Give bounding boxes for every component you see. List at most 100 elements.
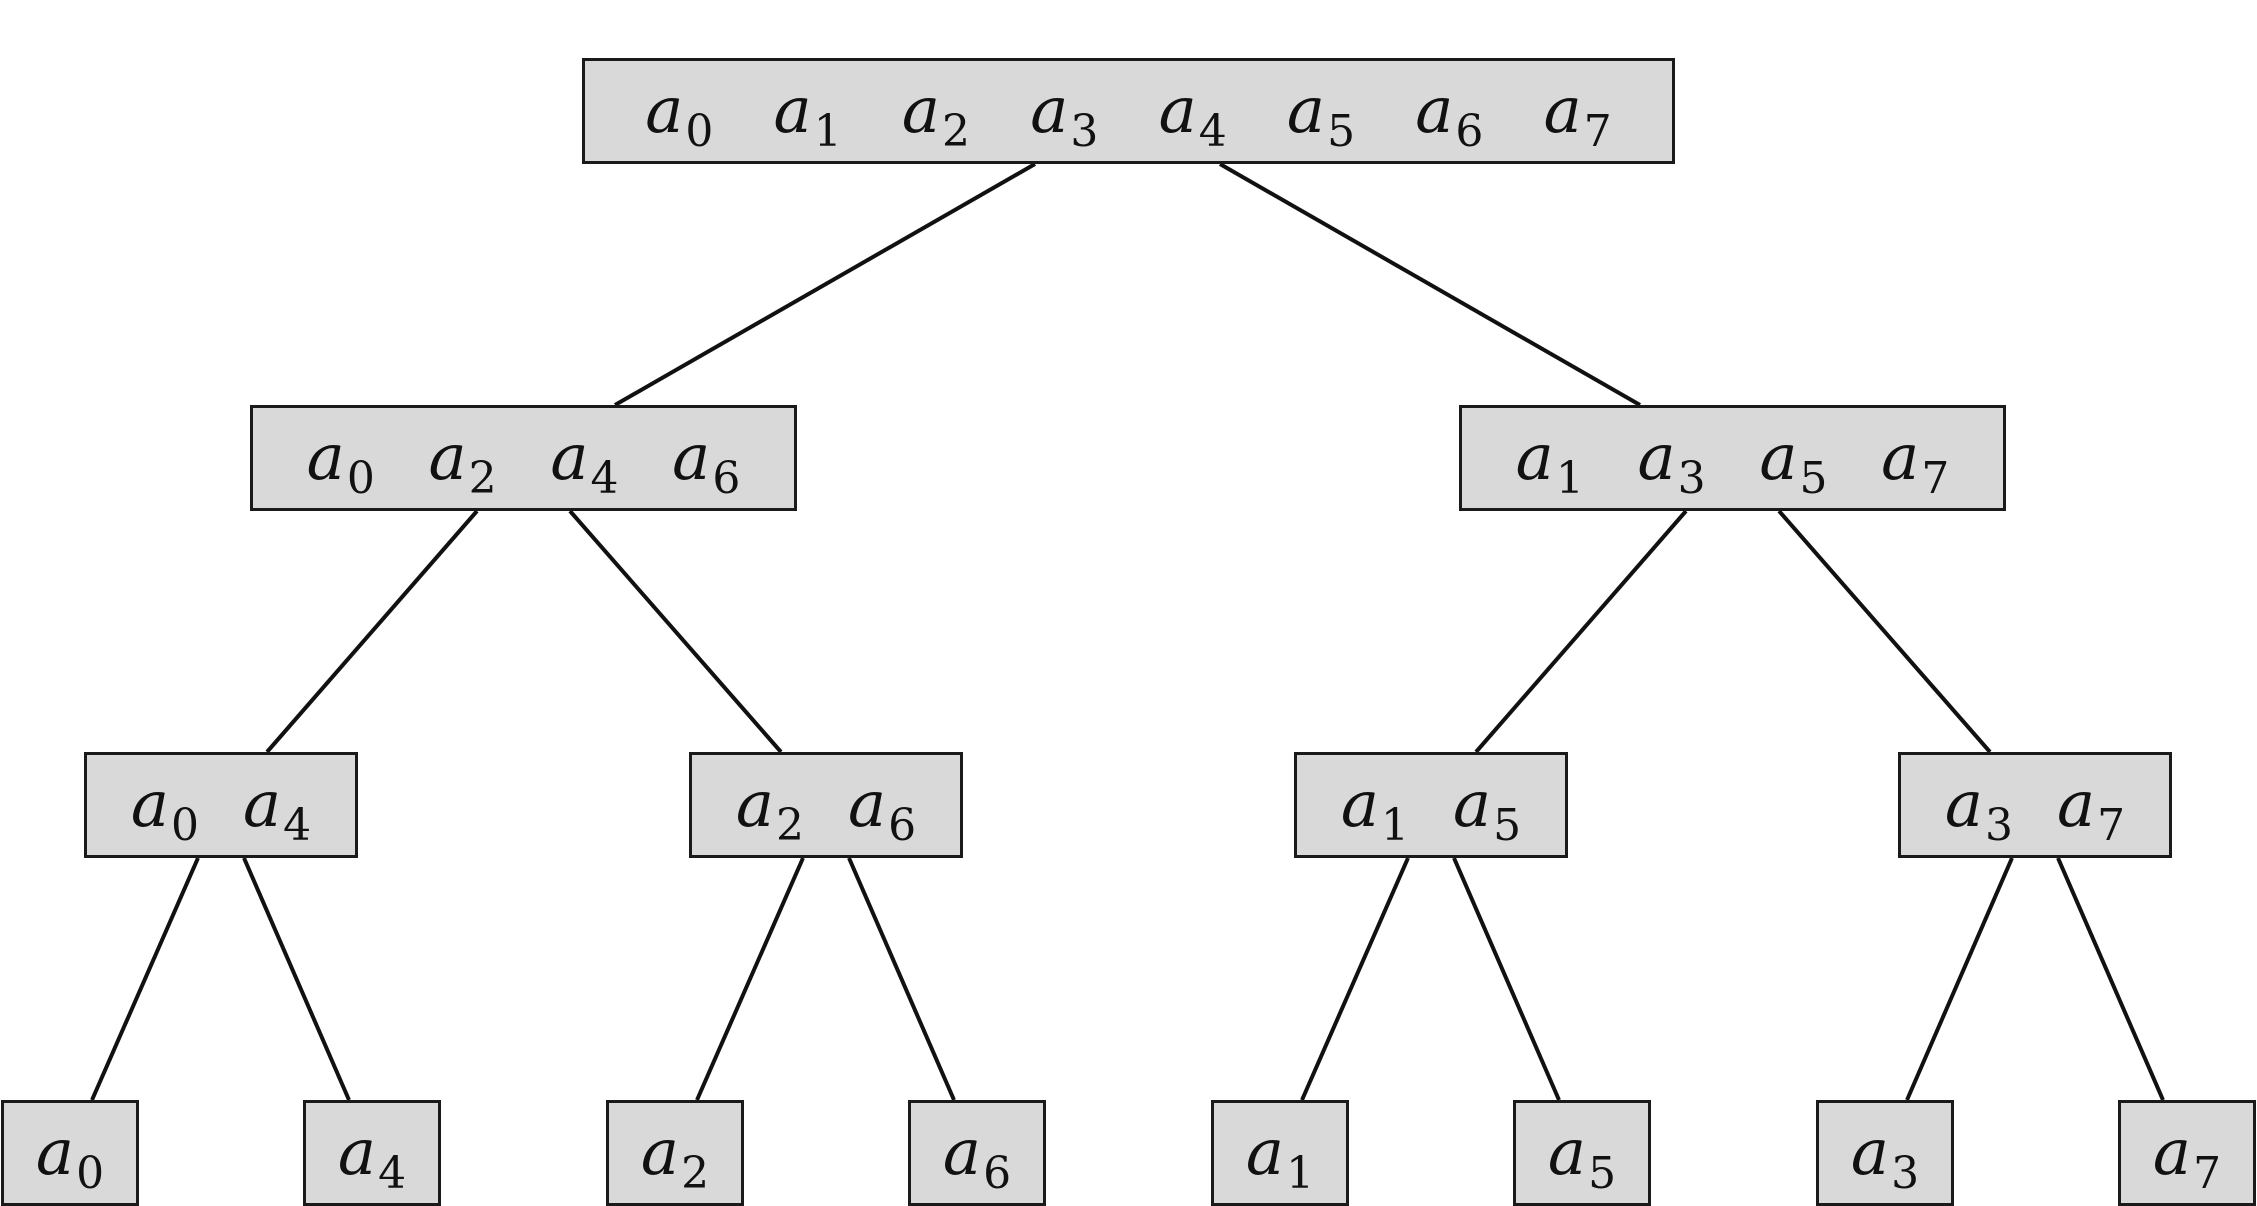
element-letter: a (1340, 768, 1380, 842)
element-letter: a (550, 421, 589, 495)
leaf-node-4: a6 (908, 1100, 1046, 1206)
element-subscript: 6 (983, 1148, 1012, 1199)
element-subscript: 0 (76, 1148, 105, 1199)
node-element: a5 (1548, 1121, 1616, 1196)
element-letter: a (1759, 421, 1798, 495)
element-letter: a (942, 1116, 982, 1190)
node-element: a1 (1246, 1121, 1314, 1196)
element-subscript: 7 (2097, 800, 2126, 851)
node-element: a5 (1759, 426, 1827, 501)
node-element: a3 (1851, 1121, 1919, 1196)
node-element: a1 (1341, 773, 1409, 848)
element-subscript: 2 (681, 1148, 710, 1199)
element-letter: a (640, 1116, 680, 1190)
node-element: a4 (243, 773, 311, 848)
element-letter: a (1158, 74, 1197, 148)
element-letter: a (645, 74, 684, 148)
element-letter: a (1637, 421, 1676, 495)
node-element: a0 (645, 79, 713, 154)
tree-edge (614, 162, 1036, 407)
node-element: a5 (1453, 773, 1521, 848)
element-letter: a (1881, 421, 1920, 495)
node-element: a5 (1287, 79, 1355, 154)
element-subscript: 4 (378, 1148, 407, 1199)
element-subscript: 3 (1891, 1148, 1920, 1199)
node-element: a3 (1638, 426, 1706, 501)
element-letter: a (1286, 74, 1326, 148)
element-subscript: 5 (1327, 106, 1356, 157)
node-element: a6 (1415, 79, 1483, 154)
leaf-node-6: a5 (1513, 1100, 1651, 1206)
node-element: a6 (848, 773, 916, 848)
element-letter: a (2152, 1116, 2192, 1190)
element-subscript: 4 (590, 453, 619, 504)
element-subscript: 7 (2193, 1148, 2222, 1199)
tree-edge (2056, 857, 2165, 1101)
element-subscript: 7 (1921, 453, 1950, 504)
element-subscript: 5 (1799, 453, 1828, 504)
element-subscript: 0 (685, 106, 714, 157)
leaf-node-3: a2 (606, 1100, 744, 1206)
element-subscript: 2 (468, 453, 497, 504)
element-letter: a (337, 1116, 377, 1190)
tree-edge (265, 509, 479, 754)
element-subscript: 5 (1493, 800, 1522, 851)
tree-edge (1219, 162, 1641, 407)
node-element: a4 (1159, 79, 1227, 154)
node-element: a2 (429, 426, 497, 501)
element-letter: a (1944, 768, 1984, 842)
element-letter: a (130, 768, 170, 842)
tree-edge (847, 857, 956, 1101)
element-subscript: 5 (1588, 1148, 1617, 1199)
node-element: a7 (1881, 426, 1949, 501)
element-subscript: 2 (776, 800, 805, 851)
element-letter: a (1850, 1116, 1890, 1190)
element-letter: a (847, 768, 887, 842)
leaf-node-7: a3 (1816, 1100, 1954, 1206)
element-letter: a (242, 768, 282, 842)
node-element: a0 (131, 773, 199, 848)
element-letter: a (35, 1116, 75, 1190)
element-letter: a (672, 421, 711, 495)
leaf-node-1: a0 (1, 1100, 139, 1206)
element-letter: a (1245, 1116, 1285, 1190)
node-element: a4 (338, 1121, 406, 1196)
tree-edge (1300, 857, 1410, 1101)
tree-edge (695, 857, 805, 1101)
element-subscript: 6 (712, 453, 741, 504)
leaf-node-5: a1 (1211, 1100, 1349, 1206)
element-subscript: 0 (171, 800, 200, 851)
leaf-node-8: a7 (2118, 1100, 2256, 1206)
element-subscript: 3 (1985, 800, 2014, 851)
element-letter: a (735, 768, 775, 842)
element-letter: a (901, 74, 941, 148)
element-letter: a (2056, 768, 2096, 842)
element-subscript: 7 (1583, 106, 1612, 157)
element-subscript: 0 (346, 453, 375, 504)
node-element: a6 (672, 426, 740, 501)
element-letter: a (1543, 74, 1582, 148)
element-letter: a (306, 421, 345, 495)
node-element: a2 (736, 773, 804, 848)
node-element: a0 (36, 1121, 104, 1196)
element-letter: a (1452, 768, 1492, 842)
tree-edge (1905, 857, 2014, 1101)
node-element: a2 (641, 1121, 709, 1196)
leaf-node-2: a4 (303, 1100, 441, 1206)
element-letter: a (1515, 421, 1554, 495)
node-element: a7 (1544, 79, 1612, 154)
tree-edge (1777, 509, 1992, 754)
element-subscript: 4 (283, 800, 312, 851)
level2-node-2: a2 a6 (689, 752, 963, 858)
element-letter: a (1415, 74, 1454, 148)
tree-edge (242, 857, 351, 1101)
element-subscript: 1 (1555, 453, 1584, 504)
node-element: a1 (774, 79, 842, 154)
